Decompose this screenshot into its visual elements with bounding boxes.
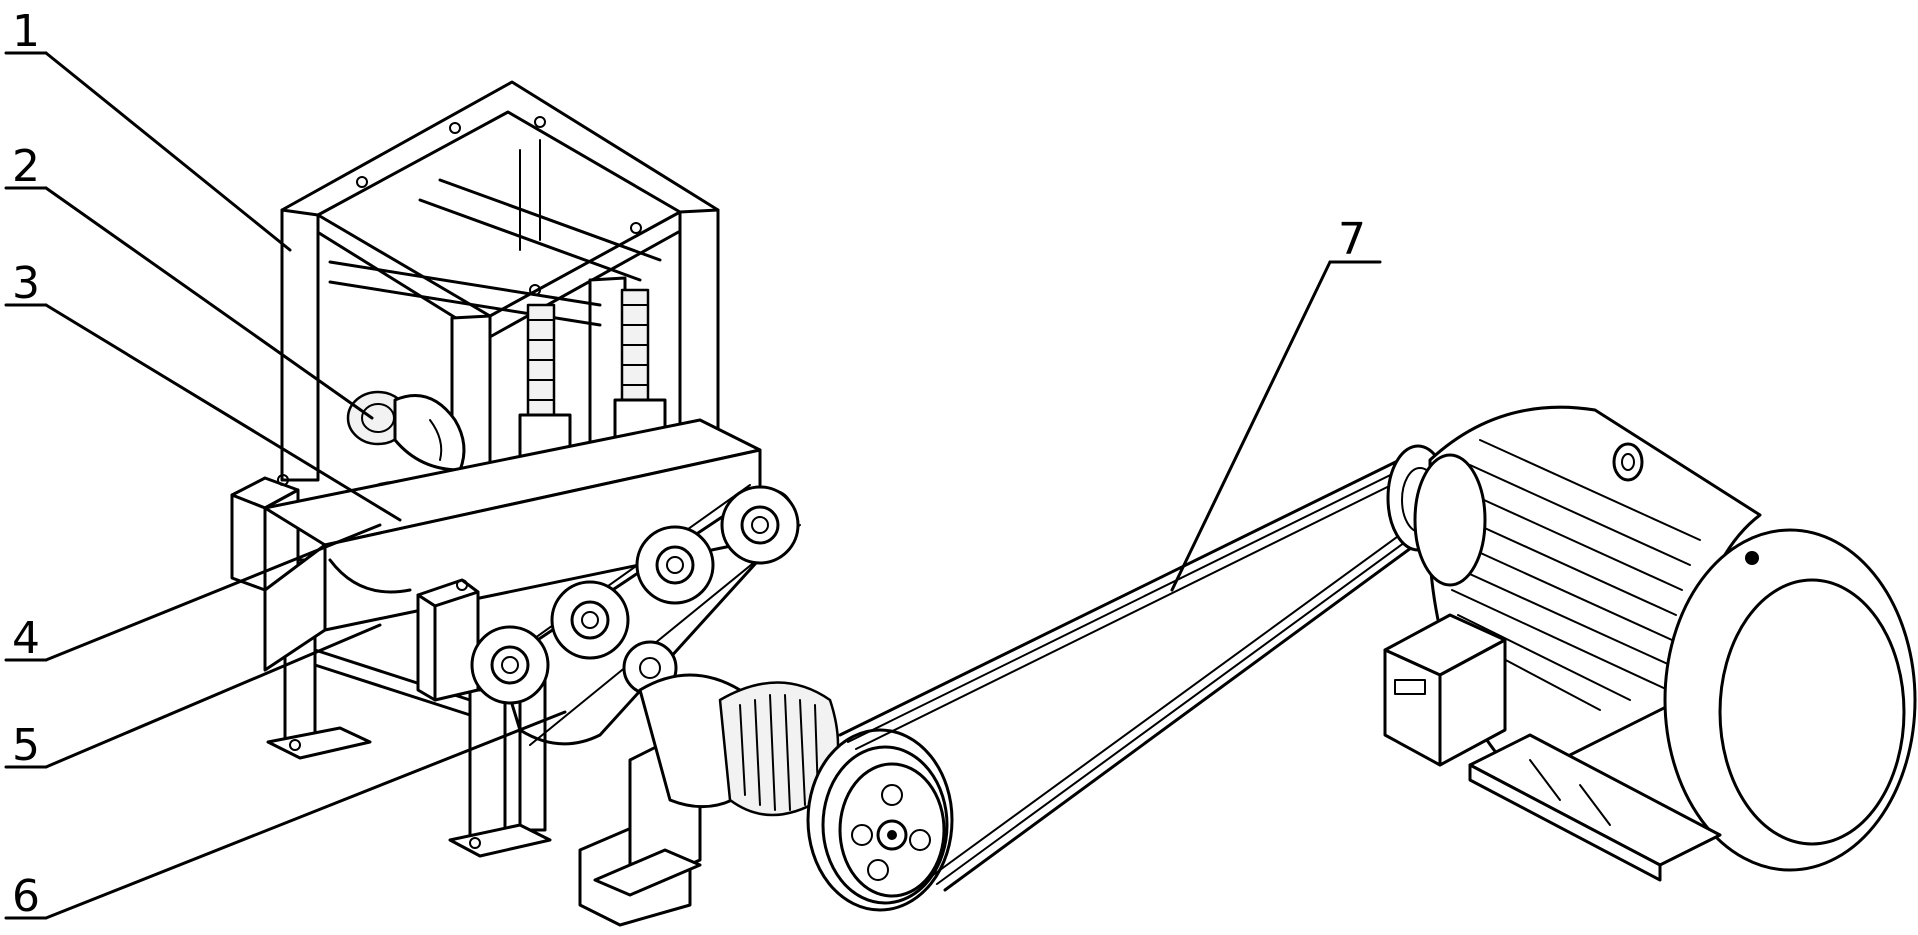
gearbox: [578, 673, 840, 927]
callout-3: 3: [12, 258, 40, 309]
belt-drive: [806, 444, 1450, 912]
callout-labels: 1 2 3 4 5 6 7: [12, 6, 1366, 922]
leader-lines: [4, 51, 1382, 920]
electric-motor: [1383, 405, 1917, 882]
callout-5: 5: [12, 720, 40, 771]
upper-roller: [346, 390, 466, 472]
callout-1: 1: [12, 6, 40, 57]
callout-2: 2: [12, 141, 40, 192]
callout-4: 4: [12, 613, 40, 664]
callout-7: 7: [1338, 214, 1366, 265]
callout-6: 6: [12, 871, 40, 922]
